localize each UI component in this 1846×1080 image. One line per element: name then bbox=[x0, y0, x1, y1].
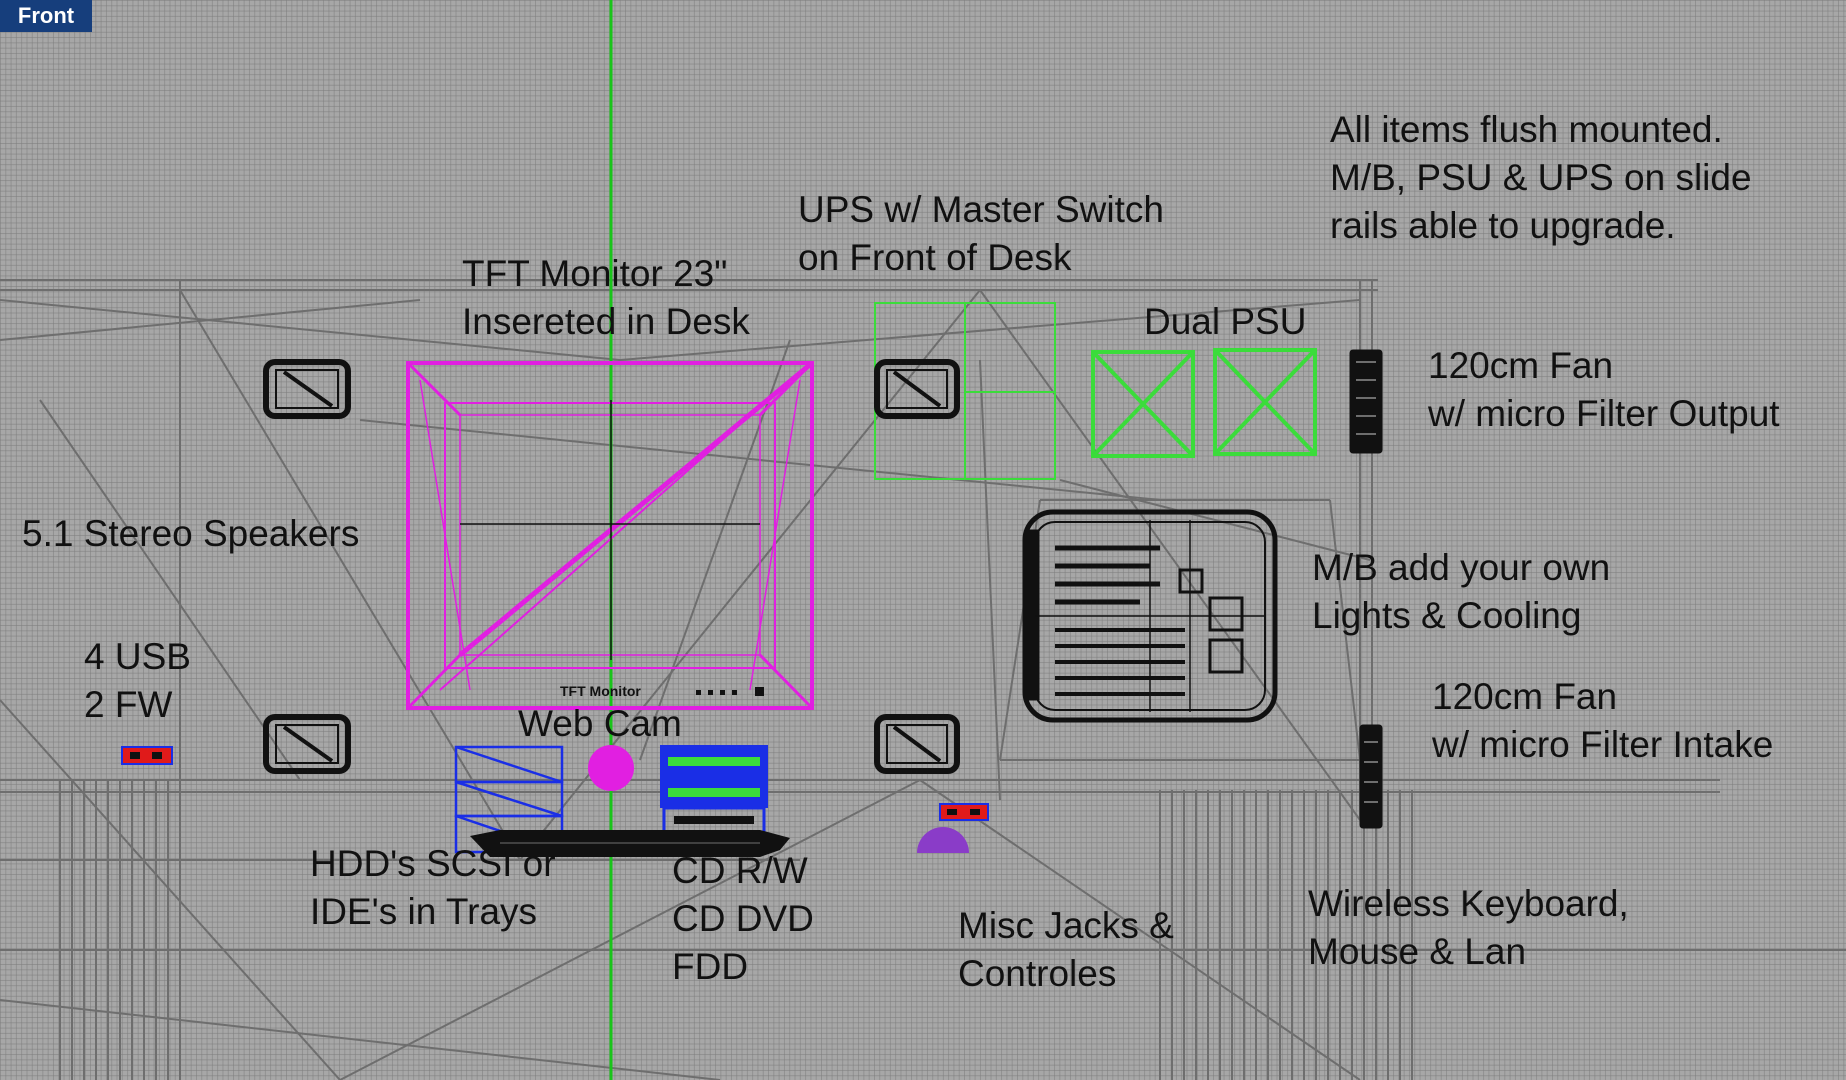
viewport-title-tab[interactable]: Front bbox=[0, 0, 92, 32]
ups-label-line-1: UPS w/ Master Switch bbox=[798, 189, 1164, 230]
tft-monitor bbox=[406, 361, 814, 710]
fan-output bbox=[1349, 349, 1383, 454]
dual-psu-label: Dual PSU bbox=[1144, 301, 1307, 342]
desk-leg-right bbox=[1159, 790, 1413, 1080]
wireless-label-line-1: Wireless Keyboard, bbox=[1308, 883, 1629, 924]
motherboard-case bbox=[1022, 509, 1278, 723]
speaker-bottom-right bbox=[874, 714, 960, 774]
optical-drives bbox=[660, 745, 768, 836]
optical-label-line-1: CD R/W bbox=[672, 850, 808, 891]
motherboard-label-line-1: M/B add your own bbox=[1312, 547, 1611, 588]
monitor-badge: TFT Monitor bbox=[560, 683, 641, 699]
usb-jack bbox=[121, 746, 173, 765]
control-knob bbox=[917, 827, 969, 853]
webcam-label: Web Cam bbox=[518, 703, 682, 744]
speaker-top-left bbox=[263, 359, 351, 419]
hdd-label-line-1: HDD's SCSI or bbox=[310, 843, 556, 884]
misc-jack bbox=[939, 803, 989, 821]
fan-intake-label-line-2: w/ micro Filter Intake bbox=[1432, 724, 1774, 765]
jacks-label-line-1: Misc Jacks & bbox=[958, 905, 1174, 946]
fan-output-label-line-2: w/ micro Filter Output bbox=[1428, 393, 1780, 434]
speaker-top-right bbox=[874, 359, 960, 419]
monitor-crosshair bbox=[460, 400, 760, 660]
monitor-label-line-2: Insereted in Desk bbox=[462, 301, 750, 342]
speaker-bottom-left bbox=[263, 714, 351, 774]
optical-label-line-3: FDD bbox=[672, 946, 749, 987]
jacks-label-line-2: Controles bbox=[958, 953, 1117, 994]
motherboard-label-line-2: Lights & Cooling bbox=[1312, 595, 1582, 636]
optical-label-line-2: CD DVD bbox=[672, 898, 814, 939]
web-cam bbox=[588, 745, 634, 791]
desk-leg-left bbox=[59, 780, 181, 1080]
wireless-label-line-2: Mouse & Lan bbox=[1308, 931, 1527, 972]
monitor-buttons bbox=[696, 687, 764, 696]
hdd-label-line-2: IDE's in Trays bbox=[310, 891, 538, 932]
dual-psu bbox=[1091, 348, 1317, 458]
ups-label-line-2: on Front of Desk bbox=[798, 237, 1072, 278]
keyboard-tray bbox=[470, 830, 790, 857]
usb-label-line-1: 4 USB bbox=[84, 636, 191, 677]
usb-label-line-2: 2 FW bbox=[84, 684, 173, 725]
monitor-label-line-1: TFT Monitor 23" bbox=[462, 253, 728, 294]
fan-intake-label-line-1: 120cm Fan bbox=[1432, 676, 1618, 717]
notes-line-1: All items flush mounted. bbox=[1330, 109, 1723, 150]
fan-intake bbox=[1359, 724, 1383, 829]
notes-line-3: rails able to upgrade. bbox=[1330, 205, 1676, 246]
notes-line-2: M/B, PSU & UPS on slide bbox=[1330, 157, 1752, 198]
fan-output-label-line-1: 120cm Fan bbox=[1428, 345, 1614, 386]
ups-outline bbox=[874, 302, 1056, 480]
speakers-label: 5.1 Stereo Speakers bbox=[22, 513, 360, 554]
